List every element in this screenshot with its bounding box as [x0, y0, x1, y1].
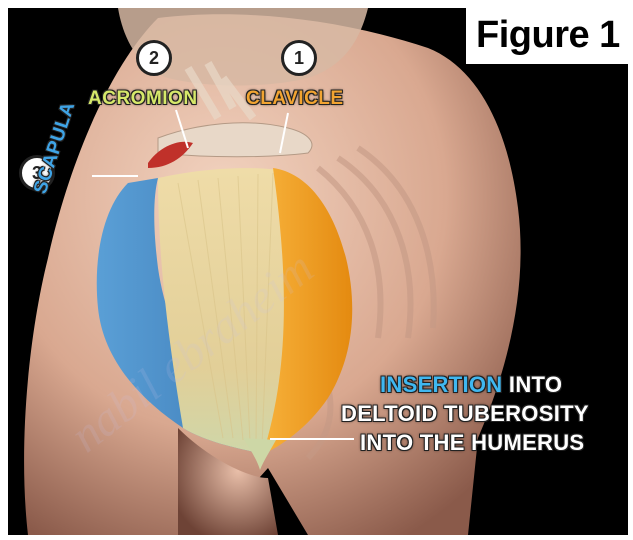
acromion-label: ACROMION — [88, 88, 198, 110]
badge-2: 2 — [136, 40, 172, 76]
badge-1-number: 1 — [285, 44, 313, 72]
badge-2-number: 2 — [140, 44, 168, 72]
insertion-highlight: INSERTION — [380, 372, 503, 397]
figure-title: Figure 1 — [476, 14, 620, 57]
badge-1: 1 — [281, 40, 317, 76]
insertion-line-2: DELTOID TUBEROSITY — [341, 401, 589, 427]
clavicle-label: CLAVICLE — [246, 88, 344, 110]
insertion-line-1-rest: INTO — [503, 372, 563, 397]
insertion-line-3: INTO THE HUMERUS — [360, 430, 584, 456]
insertion-line-1: INSERTION INTO — [380, 372, 562, 398]
